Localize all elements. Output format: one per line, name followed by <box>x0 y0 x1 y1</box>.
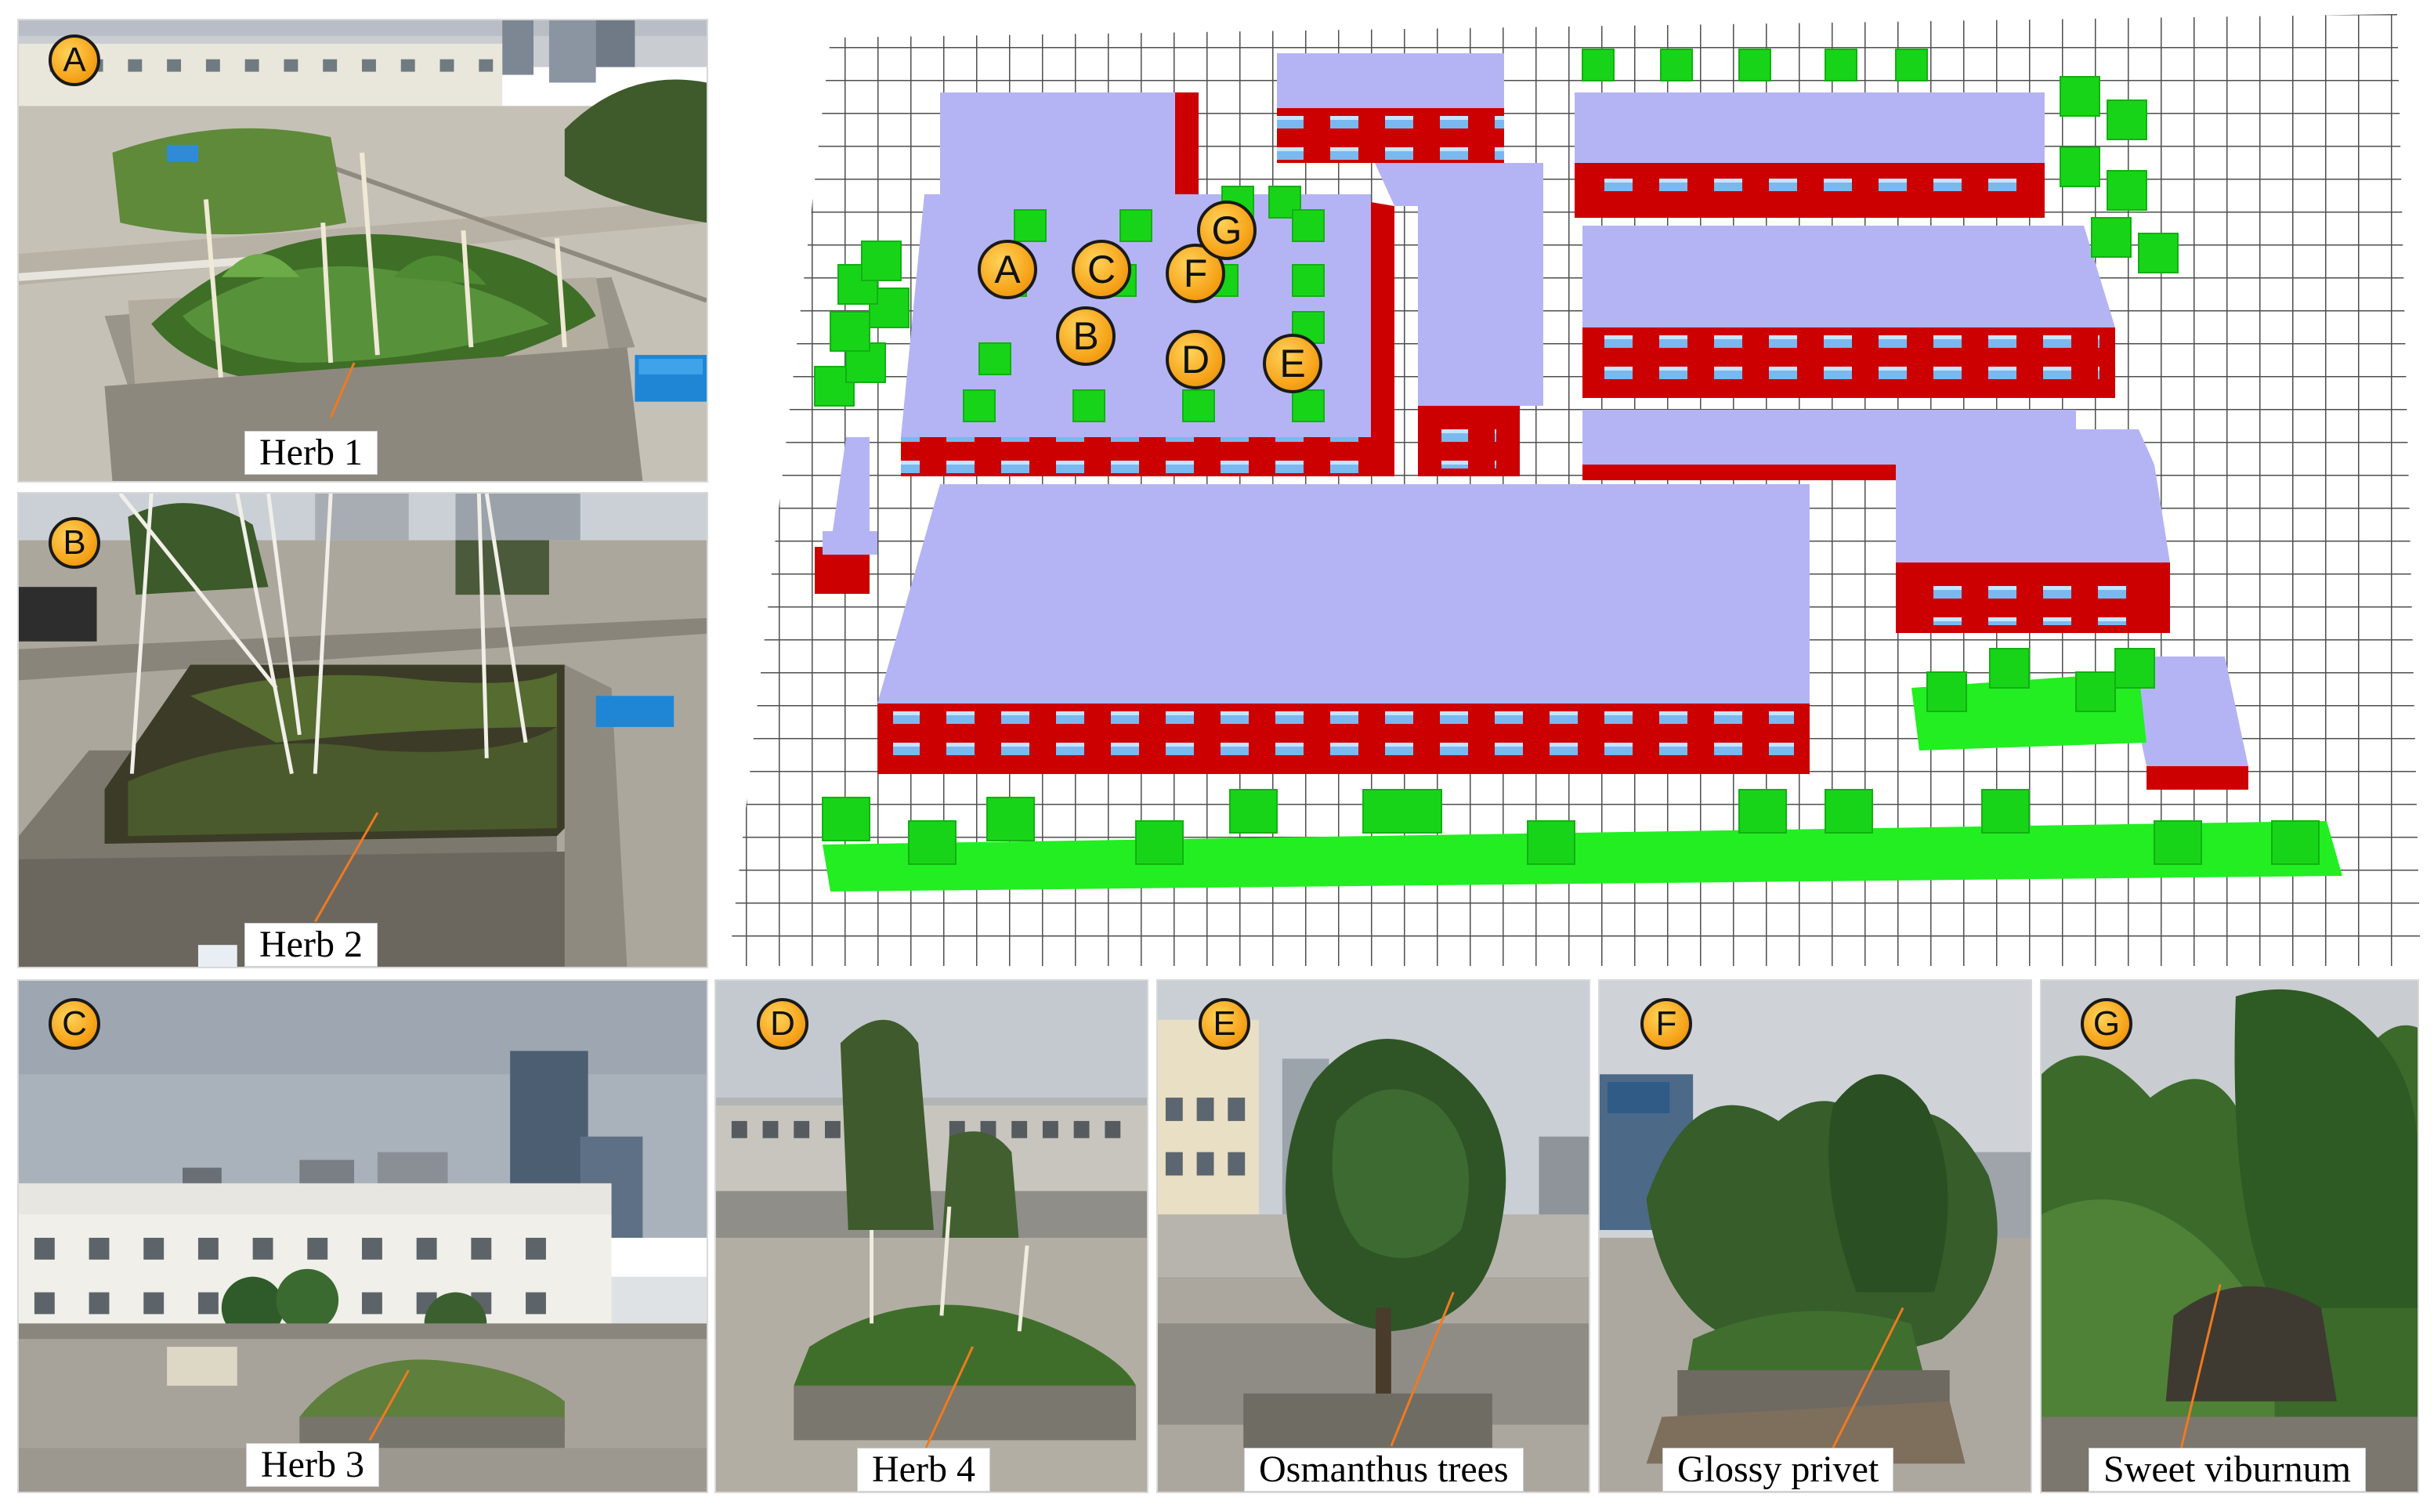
leader-line-glossy-privet <box>1832 1307 1904 1449</box>
leader-line-herb-2 <box>314 812 379 923</box>
leader-line-sweet-viburnum <box>2180 1284 2222 1449</box>
label-sweet-viburnum: Sweet viburnum <box>2089 1448 2366 1492</box>
photo-panel-herb-3: C Herb 3 <box>17 979 708 1493</box>
rooftop-3d-model: A B C D E F G <box>713 14 2421 968</box>
label-herb-1: Herb 1 <box>244 431 378 475</box>
photo-panel-osmanthus: E Osmanthus trees <box>1156 979 1590 1493</box>
marker-a-badge: A <box>49 34 100 86</box>
leader-line-herb-1 <box>329 362 356 418</box>
marker-f-badge: F <box>1640 998 1692 1050</box>
map-marker-a: A <box>978 240 1037 299</box>
photo-panel-herb-2: B Herb 2 <box>17 492 708 968</box>
label-herb-4: Herb 4 <box>857 1448 990 1492</box>
map-marker-d: D <box>1166 330 1225 389</box>
label-osmanthus-trees: Osmanthus trees <box>1244 1448 1524 1492</box>
rooftop-photo-herb-3 <box>19 981 707 1492</box>
rooftop-photo-glossy-privet <box>1600 981 2031 1492</box>
photo-panel-herb-4: D Herb 4 <box>714 979 1148 1493</box>
marker-d-badge: D <box>757 998 808 1050</box>
photo-panel-glossy-privet: F Glossy privet <box>1598 979 2032 1493</box>
leader-line-osmanthus <box>1390 1291 1455 1447</box>
marker-c-badge: C <box>49 998 100 1050</box>
rooftop-photo-herb-2 <box>19 494 707 967</box>
map-marker-e: E <box>1263 334 1322 393</box>
label-herb-2: Herb 2 <box>244 923 378 967</box>
photo-panel-sweet-viburnum: G Sweet viburnum <box>2040 979 2419 1493</box>
label-glossy-privet: Glossy privet <box>1662 1448 1894 1492</box>
marker-g-badge: G <box>2081 998 2132 1050</box>
label-herb-3: Herb 3 <box>246 1443 379 1487</box>
map-marker-f: F <box>1166 244 1225 303</box>
map-marker-c: C <box>1072 240 1131 299</box>
map-marker-g: G <box>1197 201 1257 260</box>
rooftop-model-drawing <box>729 14 2421 966</box>
photo-panel-herb-1: A Herb 1 <box>17 19 708 483</box>
leader-line-herb-4 <box>924 1346 974 1449</box>
map-marker-b: B <box>1056 306 1116 366</box>
marker-e-badge: E <box>1199 998 1250 1050</box>
leader-line-herb-3 <box>368 1369 410 1441</box>
marker-b-badge: B <box>49 517 100 569</box>
